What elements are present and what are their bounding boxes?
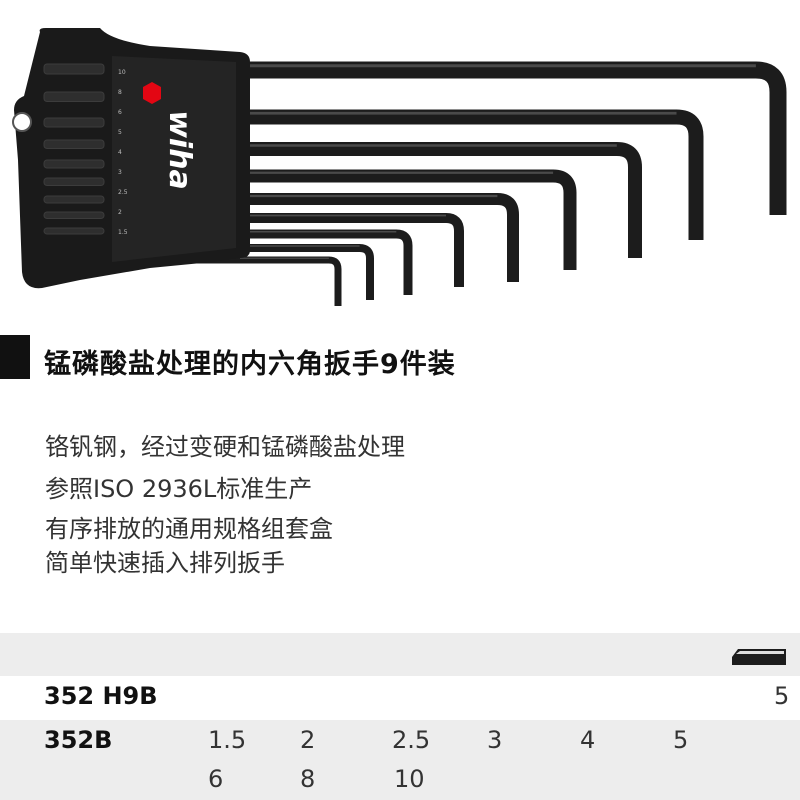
article-code: 352B [44,726,113,754]
title-row: 锰磷酸盐处理的内六角扳手9件装 [0,335,800,380]
key-slots [43,63,105,235]
table-row: 352B 1.5 2 2.5 3 4 5 6 8 10 [0,720,800,800]
brand-logo: wiha [162,110,197,190]
hex-key [120,109,704,240]
hex-key-profile-icon [732,649,786,665]
key-slot [43,177,105,186]
article-code: 352 H9B [44,682,158,710]
spec-table: 352 H9B 5 352B 1.5 2 2.5 3 4 5 6 8 10 [0,633,800,800]
key-slot [43,211,105,219]
table-cell: 4 [580,726,596,754]
key-slot [43,91,105,102]
size-mark: 2 [118,209,122,216]
feature-item: 参照ISO 2936L标准生产 [45,475,313,503]
hex-key [120,256,342,306]
size-mark: 10 [118,69,126,76]
hex-key [120,193,519,282]
hex-key [120,213,464,287]
size-mark: 8 [118,89,122,96]
table-cell: 5 [673,726,689,754]
key-slot [43,195,105,204]
feature-item: 铬钒钢，经过变硬和锰磷酸盐处理 [45,433,405,461]
size-mark: 2.5 [118,189,128,196]
size-mark: 6 [118,109,122,116]
key-slot [43,63,105,75]
title-accent-bar [0,335,30,379]
table-cell: 10 [394,765,425,793]
hex-key [120,229,413,295]
table-cell: 5 [774,682,790,710]
table-cell: 3 [487,726,503,754]
feature-item: 有序排放的通用规格组套盒 [45,515,333,543]
product-image: wiha 10 8 6 5 4 3 2.5 2 1.5 [12,28,787,306]
table-cell: 2.5 [392,726,431,754]
hanging-hole [12,112,32,132]
table-cell: 1.5 [208,726,247,754]
key-slot [43,159,105,169]
key-slot [43,139,105,149]
size-marks: 10 8 6 5 4 3 2.5 2 1.5 [118,69,128,236]
key-slot [43,117,105,128]
feature-item: 简单快速插入排列扳手 [45,549,285,577]
table-cell: 8 [300,765,316,793]
brand-hexagon-icon [143,82,161,104]
table-row: 352 H9B 5 [0,676,800,720]
hex-key [120,169,577,270]
size-mark: 1.5 [118,229,128,236]
table-cell: 6 [208,765,224,793]
hex-key [120,142,642,258]
size-mark: 4 [118,149,122,156]
table-cell: 2 [300,726,316,754]
product-title: 锰磷酸盐处理的内六角扳手9件装 [44,349,456,380]
hex-keys [120,61,787,306]
table-header [0,633,800,676]
key-holder [12,28,250,289]
hex-key [120,61,787,215]
size-mark: 3 [118,169,122,176]
hex-key [120,244,374,300]
size-mark: 5 [118,129,122,136]
feature-list: 铬钒钢，经过变硬和锰磷酸盐处理 参照ISO 2936L标准生产 有序排放的通用规… [45,428,405,580]
key-slot [43,227,105,235]
